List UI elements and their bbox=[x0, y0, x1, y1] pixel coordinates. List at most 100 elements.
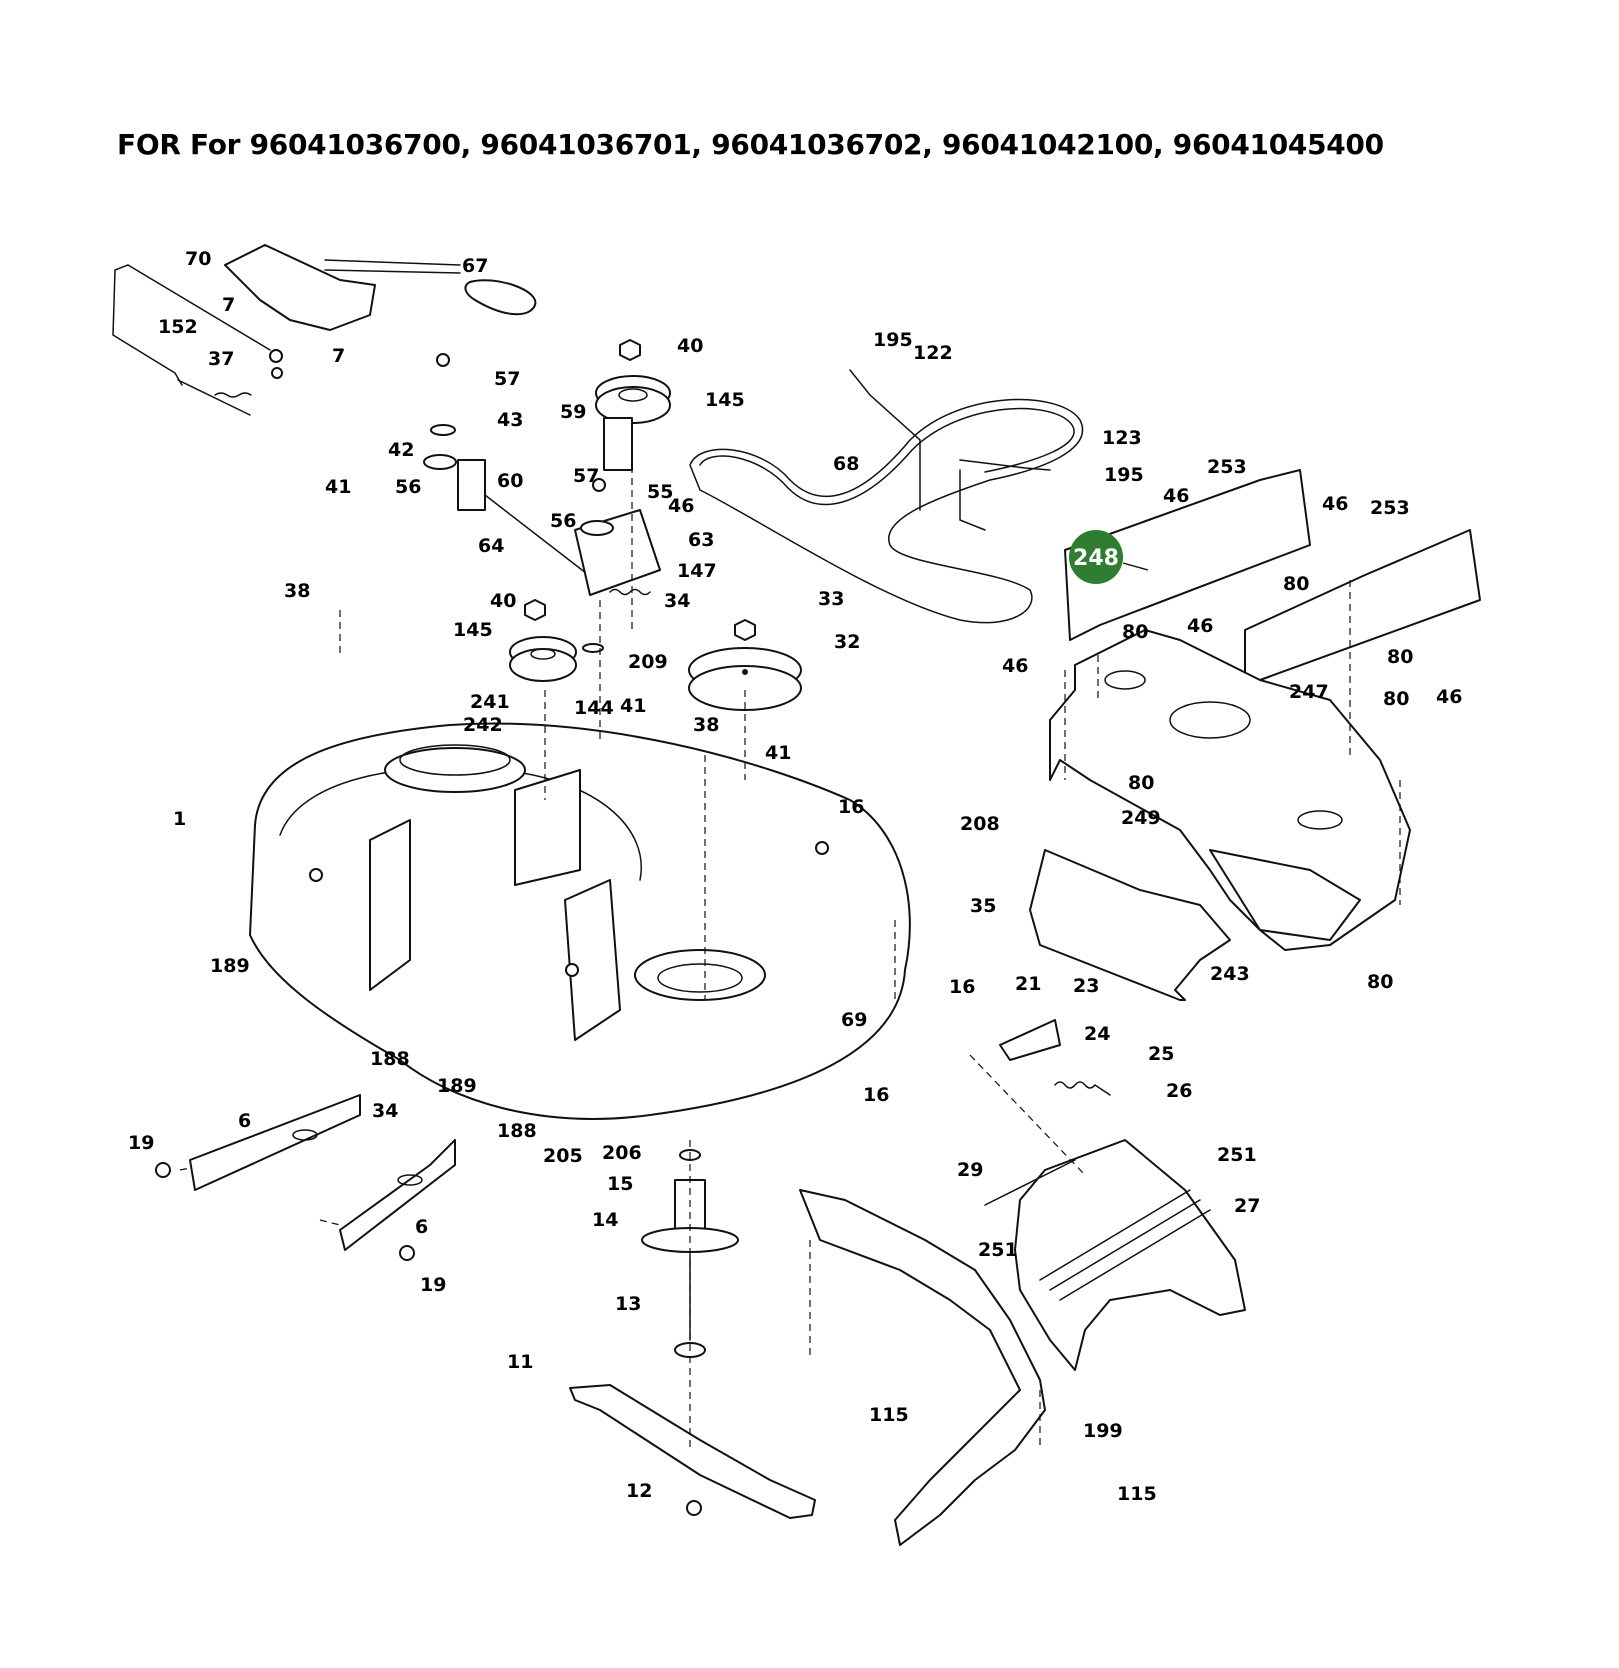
callout-26[interactable]: 26 bbox=[1166, 1080, 1192, 1102]
callout-46[interactable]: 46 bbox=[1436, 686, 1462, 708]
callout-64[interactable]: 64 bbox=[478, 535, 504, 557]
callout-241[interactable]: 241 bbox=[470, 691, 510, 713]
callout-57[interactable]: 57 bbox=[573, 465, 599, 487]
callout-34[interactable]: 34 bbox=[372, 1100, 398, 1122]
callout-6[interactable]: 6 bbox=[238, 1110, 251, 1132]
callout-1[interactable]: 1 bbox=[173, 808, 186, 830]
callout-27[interactable]: 27 bbox=[1234, 1195, 1260, 1217]
callout-29[interactable]: 29 bbox=[957, 1159, 983, 1181]
callout-206[interactable]: 206 bbox=[602, 1142, 642, 1164]
belt-cover-249 bbox=[1029, 849, 1231, 1001]
callout-16[interactable]: 16 bbox=[863, 1084, 889, 1106]
callout-60[interactable]: 60 bbox=[497, 470, 523, 492]
callout-40[interactable]: 40 bbox=[490, 590, 516, 612]
callout-46[interactable]: 46 bbox=[1163, 485, 1189, 507]
callout-253[interactable]: 253 bbox=[1370, 497, 1410, 519]
callout-80[interactable]: 80 bbox=[1283, 573, 1309, 595]
callout-40[interactable]: 40 bbox=[677, 335, 703, 357]
callout-188[interactable]: 188 bbox=[497, 1120, 537, 1142]
callout-80[interactable]: 80 bbox=[1367, 971, 1393, 993]
highlight-badge[interactable] bbox=[1069, 530, 1123, 584]
callout-247[interactable]: 247 bbox=[1289, 681, 1329, 703]
callout-68[interactable]: 68 bbox=[833, 453, 859, 475]
callout-56[interactable]: 56 bbox=[550, 510, 576, 532]
callout-80[interactable]: 80 bbox=[1383, 688, 1409, 710]
callout-115[interactable]: 115 bbox=[869, 1404, 909, 1426]
callout-242[interactable]: 242 bbox=[463, 714, 503, 736]
callout-67[interactable]: 67 bbox=[462, 255, 488, 277]
callout-152[interactable]: 152 bbox=[158, 316, 198, 338]
callout-80[interactable]: 80 bbox=[1122, 621, 1148, 643]
callout-37[interactable]: 37 bbox=[208, 348, 234, 370]
callout-123[interactable]: 123 bbox=[1102, 427, 1142, 449]
callout-56[interactable]: 56 bbox=[395, 476, 421, 498]
callout-19[interactable]: 19 bbox=[420, 1274, 446, 1296]
idler-pulley-upper bbox=[595, 339, 671, 424]
callout-41[interactable]: 41 bbox=[765, 742, 791, 764]
control-linkage-assembly bbox=[112, 244, 537, 416]
callout-38[interactable]: 38 bbox=[284, 580, 310, 602]
callout-57[interactable]: 57 bbox=[494, 368, 520, 390]
highlight-label[interactable]: 248 bbox=[1073, 546, 1119, 571]
callout-19[interactable]: 19 bbox=[128, 1132, 154, 1154]
callout-243[interactable]: 243 bbox=[1210, 963, 1250, 985]
callout-46[interactable]: 46 bbox=[1187, 615, 1213, 637]
callout-46[interactable]: 46 bbox=[668, 495, 694, 517]
callout-34[interactable]: 34 bbox=[664, 590, 690, 612]
callout-115[interactable]: 115 bbox=[1117, 1483, 1157, 1505]
belt-guide-rod bbox=[849, 369, 1051, 531]
callout-70[interactable]: 70 bbox=[185, 248, 211, 270]
callout-147[interactable]: 147 bbox=[677, 560, 717, 582]
callout-144[interactable]: 144 bbox=[574, 697, 614, 719]
callout-59[interactable]: 59 bbox=[560, 401, 586, 423]
callout-7[interactable]: 7 bbox=[332, 345, 345, 367]
callout-189[interactable]: 189 bbox=[210, 955, 250, 977]
callout-145[interactable]: 145 bbox=[705, 389, 745, 411]
callout-35[interactable]: 35 bbox=[970, 895, 996, 917]
callout-43[interactable]: 43 bbox=[497, 409, 523, 431]
callout-208[interactable]: 208 bbox=[960, 813, 1000, 835]
callout-209[interactable]: 209 bbox=[628, 651, 668, 673]
callout-251[interactable]: 251 bbox=[978, 1239, 1018, 1261]
callout-46[interactable]: 46 bbox=[1002, 655, 1028, 677]
mower-deck-housing bbox=[249, 722, 911, 1120]
callout-14[interactable]: 14 bbox=[592, 1209, 618, 1231]
callout-33[interactable]: 33 bbox=[818, 588, 844, 610]
callout-11[interactable]: 11 bbox=[507, 1351, 533, 1373]
callout-6[interactable]: 6 bbox=[415, 1216, 428, 1238]
callout-253[interactable]: 253 bbox=[1207, 456, 1247, 478]
callout-41[interactable]: 41 bbox=[325, 476, 351, 498]
callout-195[interactable]: 195 bbox=[873, 329, 913, 351]
callout-7[interactable]: 7 bbox=[222, 294, 235, 316]
callout-32[interactable]: 32 bbox=[834, 631, 860, 653]
highlighted-callout-248[interactable]: 248 bbox=[1069, 530, 1149, 584]
callout-205[interactable]: 205 bbox=[543, 1145, 583, 1167]
callout-16[interactable]: 16 bbox=[838, 796, 864, 818]
callout-12[interactable]: 12 bbox=[626, 1480, 652, 1502]
callout-38[interactable]: 38 bbox=[693, 714, 719, 736]
callout-249[interactable]: 249 bbox=[1121, 807, 1161, 829]
callout-25[interactable]: 25 bbox=[1148, 1043, 1174, 1065]
callout-251[interactable]: 251 bbox=[1217, 1144, 1257, 1166]
callout-63[interactable]: 63 bbox=[688, 529, 714, 551]
callout-15[interactable]: 15 bbox=[607, 1173, 633, 1195]
callout-199[interactable]: 199 bbox=[1083, 1420, 1123, 1442]
callout-195[interactable]: 195 bbox=[1104, 464, 1144, 486]
callout-188[interactable]: 188 bbox=[370, 1048, 410, 1070]
callout-46[interactable]: 46 bbox=[1322, 493, 1348, 515]
callout-24[interactable]: 24 bbox=[1084, 1023, 1110, 1045]
callout-42[interactable]: 42 bbox=[388, 439, 414, 461]
callout-189[interactable]: 189 bbox=[437, 1075, 477, 1097]
callout-23[interactable]: 23 bbox=[1073, 975, 1099, 997]
callout-122[interactable]: 122 bbox=[913, 342, 953, 364]
callout-21[interactable]: 21 bbox=[1015, 973, 1041, 995]
callout-145[interactable]: 145 bbox=[453, 619, 493, 641]
callout-80[interactable]: 80 bbox=[1128, 772, 1154, 794]
callout-69[interactable]: 69 bbox=[841, 1009, 867, 1031]
callout-55[interactable]: 55 bbox=[647, 481, 673, 503]
callout-41[interactable]: 41 bbox=[620, 695, 646, 717]
callout-13[interactable]: 13 bbox=[615, 1293, 641, 1315]
callout-16[interactable]: 16 bbox=[949, 976, 975, 998]
callout-80[interactable]: 80 bbox=[1387, 646, 1413, 668]
